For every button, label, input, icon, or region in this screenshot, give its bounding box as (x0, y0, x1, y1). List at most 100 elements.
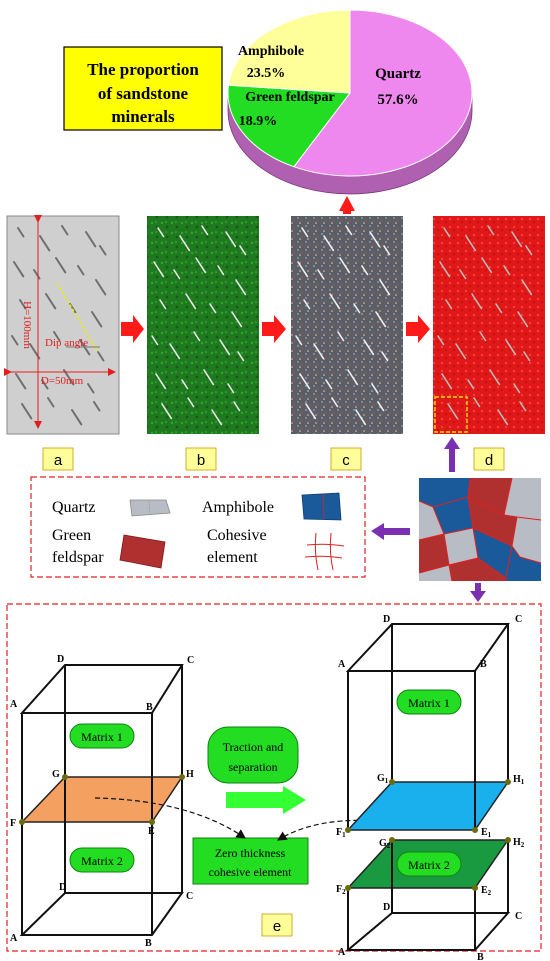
left-matrix-1-label: Matrix 1 (81, 730, 123, 744)
svg-text:F1: F1 (336, 827, 346, 839)
fracture-line (525, 245, 533, 256)
right-box-vertex-labels: D C A B G1 H1 F1 E1 G2 H2 F2 E2 D C A B (336, 614, 525, 961)
svg-text:D: D (383, 614, 390, 625)
fracture-line (455, 343, 467, 360)
svg-text:C: C (515, 614, 522, 625)
left-box-vertex-labels: D C A B G H F E D C A B (10, 654, 194, 949)
right-matrix-1-label: Matrix 1 (408, 696, 450, 710)
panel-labels: a b c d (42, 447, 505, 471)
fracture-line (217, 265, 225, 276)
fracture-line (441, 373, 453, 390)
fracture-line (317, 269, 325, 280)
fracture-line (185, 293, 197, 310)
fracture-line (21, 403, 33, 420)
fracture-line (53, 331, 61, 342)
svg-text:H2: H2 (513, 837, 525, 849)
fracture-line (347, 369, 359, 386)
fracture-line (489, 369, 501, 386)
fracture-line (99, 245, 107, 256)
fracture-line (169, 343, 181, 360)
fracture-line (511, 231, 523, 248)
svg-text:G1: G1 (377, 773, 389, 785)
fracture-line (233, 401, 241, 412)
traction-label-line2: separation (228, 760, 277, 774)
fracture-line (13, 261, 25, 278)
fracture-line (179, 235, 191, 252)
fracture-line (15, 373, 27, 390)
fracture-line (201, 225, 209, 236)
panel-c-model (291, 216, 403, 434)
svg-text:D: D (59, 882, 66, 893)
arrow-left-to-legend (371, 523, 410, 540)
fracture-line (443, 227, 451, 238)
cohesive-element-swatch (304, 532, 345, 571)
fracture-line (487, 225, 495, 236)
pie-slices (227, 9, 473, 177)
fracture-line (445, 299, 453, 310)
traction-label-line1: Traction and (223, 740, 284, 754)
fracture-line (481, 257, 493, 274)
slice-value-amphibole: 23.5% (247, 66, 286, 81)
legend-label-green-line2: feldspar (52, 549, 104, 566)
panel-label-a: a (54, 452, 63, 469)
left-matrix-2-pill: Matrix 2 (69, 847, 135, 873)
fracture-line (211, 409, 223, 426)
pie-slice-green-feldspar (227, 84, 351, 168)
svg-text:C: C (186, 891, 193, 902)
fracture-line (193, 331, 201, 342)
fracture-line (231, 311, 243, 328)
fracture-line (173, 269, 181, 280)
svg-text:C: C (187, 655, 194, 666)
fracture-line (459, 269, 467, 280)
fracture-line (503, 265, 511, 276)
panel-label-b: b (197, 452, 205, 469)
fracture-line (85, 231, 97, 248)
legend-label-green-line1: Green (52, 527, 91, 544)
svg-text:A: A (10, 699, 18, 710)
svg-text:E: E (148, 826, 155, 837)
fracture-line (313, 343, 325, 360)
quartz-swatch (129, 499, 171, 517)
fracture-line (377, 401, 385, 412)
legend-label-cohesive-line1: Cohesive (207, 527, 267, 544)
svg-text:A: A (338, 659, 346, 670)
svg-text:C: C (515, 911, 522, 922)
arrow-down-to-e (470, 583, 486, 602)
left-matrix-1-pill: Matrix 1 (69, 723, 135, 749)
fracture-line (437, 335, 445, 346)
fracture-line (353, 303, 361, 314)
title-line-1: The proportion (87, 60, 199, 79)
fracture-line (297, 261, 309, 278)
fracture-line (521, 279, 533, 296)
fracture-line (305, 403, 317, 420)
fracture-line (295, 335, 303, 346)
title-line-2: of sandstone (98, 84, 189, 103)
height-label: H=100mm (21, 301, 33, 349)
fracture-line (325, 379, 333, 390)
fracture-line (471, 293, 483, 310)
fracture-line (159, 299, 167, 310)
fracture-line (329, 293, 341, 310)
fracture-line (301, 227, 309, 238)
arrow-up-to-pie (339, 196, 355, 214)
svg-text:A: A (338, 947, 346, 958)
left-matrix-2-label: Matrix 2 (81, 854, 123, 868)
fracture-line (225, 231, 237, 248)
fracture-line (497, 409, 509, 426)
legend-label-cohesive-line2: element (207, 549, 258, 566)
right-matrix-2-pill: Matrix 2 (396, 851, 462, 877)
fracture-line (41, 379, 49, 390)
fracture-line (355, 409, 367, 426)
arrow-up-to-d (444, 437, 460, 472)
traction-arrow (226, 786, 306, 814)
fracture-line (323, 235, 335, 252)
panel-b-model (147, 216, 259, 434)
pie-slice-quartz (293, 9, 473, 177)
fracture-line (91, 311, 103, 328)
fracture-line (45, 293, 57, 310)
fracture-line (155, 373, 167, 390)
traction-separation-pill: Traction and separation (207, 726, 299, 784)
slice-value-quartz: 57.6% (377, 92, 418, 108)
legend-label-amphibole: Amphibole (202, 499, 274, 516)
right-upper-box (345, 623, 511, 833)
